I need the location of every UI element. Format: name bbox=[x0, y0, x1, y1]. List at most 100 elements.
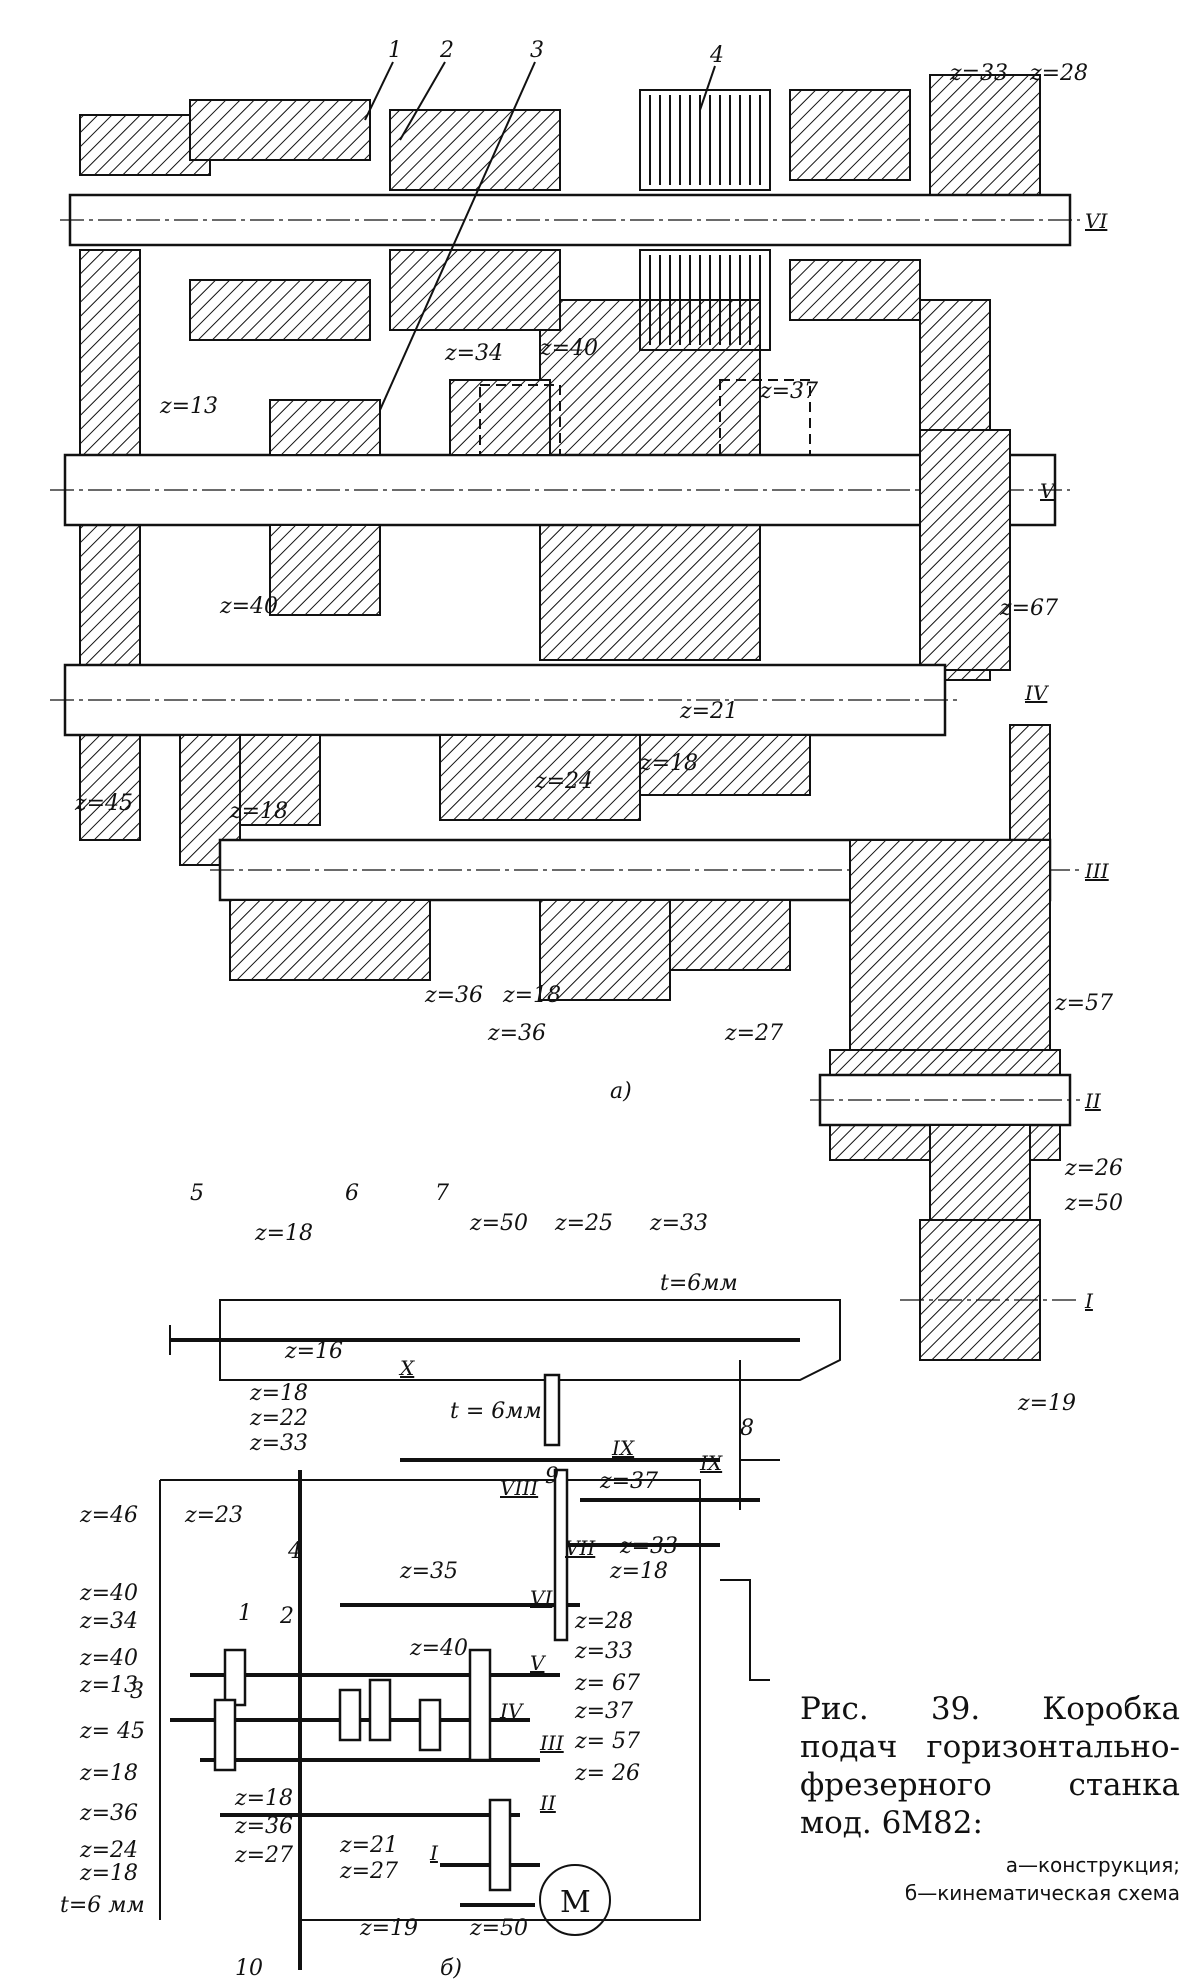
motor-shaft-i-housing bbox=[919, 1219, 1041, 1361]
callout-9: 9 bbox=[545, 1464, 559, 1489]
kin-shaft-ix: IX bbox=[611, 1436, 635, 1460]
gear-z67 bbox=[919, 429, 1011, 671]
shaft-label-iii: III bbox=[1084, 859, 1110, 883]
kin-z40b: z=40 bbox=[79, 1646, 138, 1671]
kin-z27: z=27 bbox=[234, 1843, 293, 1868]
label-z36-b: z=36 bbox=[487, 1021, 546, 1046]
kin-z25: z=25 bbox=[554, 1211, 613, 1236]
kin-z18: z=18 bbox=[254, 1221, 313, 1246]
kin-z50: z=50 bbox=[469, 1211, 528, 1236]
callout-1: 1 bbox=[388, 38, 402, 63]
handwheel-cross[interactable] bbox=[739, 1360, 780, 1510]
gear-z18-iii bbox=[539, 899, 671, 1001]
kin-z33c: z=33 bbox=[619, 1534, 678, 1559]
label-z67: z=67 bbox=[999, 596, 1058, 621]
friction-clutch-discs bbox=[639, 89, 771, 351]
console-outline bbox=[159, 1479, 701, 1921]
kin-z34: z=34 bbox=[79, 1609, 138, 1634]
label-z57: z=57 bbox=[1054, 991, 1113, 1016]
label-z45: z=45 bbox=[74, 791, 133, 816]
kin-z21: z=21 bbox=[339, 1833, 398, 1858]
kin-z33d: z=33 bbox=[574, 1639, 633, 1664]
label-z28-top: z=28 bbox=[1029, 61, 1088, 86]
kin-shaft-iv: IV bbox=[499, 1699, 525, 1723]
callout-3b: 3 bbox=[130, 1679, 144, 1704]
handwheel-longitudinal[interactable] bbox=[169, 1325, 230, 1355]
motor bbox=[539, 1864, 611, 1936]
gear-z24 bbox=[439, 734, 641, 821]
kin-z23: z=23 bbox=[184, 1503, 243, 1528]
gear-z40-v bbox=[269, 399, 381, 456]
callout-10: 10 bbox=[235, 1956, 263, 1981]
kin-t-mid: t = 6мм bbox=[450, 1399, 542, 1424]
label-z37: z=37 bbox=[759, 379, 818, 404]
kin-z22: z=22 bbox=[249, 1406, 308, 1431]
kin-z33b: z=33 bbox=[249, 1431, 308, 1456]
gear-block-right bbox=[789, 259, 921, 321]
construction-labels: 1 2 3 4 z=33 z=28 VI z=34 z=40 z=37 z=13… bbox=[74, 38, 1123, 1416]
gear-z40-v-b bbox=[269, 524, 381, 616]
gear-z18-iv bbox=[239, 734, 321, 826]
gear-z33-z28 bbox=[789, 89, 911, 181]
coupling-housing-1 bbox=[189, 99, 371, 161]
callout-3: 3 bbox=[530, 38, 544, 63]
shaft-label-i: I bbox=[1084, 1289, 1094, 1313]
part-b-tag: б) bbox=[440, 1956, 462, 1981]
caption-part-b: б—кинематическая схема bbox=[904, 1881, 1180, 1905]
gear-block-2b bbox=[389, 249, 561, 331]
kin-z26: z= 26 bbox=[574, 1761, 640, 1786]
gear-z57 bbox=[849, 839, 1051, 1081]
kinematic-labels: 5 6 7 8 9 10 1 2 3 4 z=18 z=50 z=25 z=33… bbox=[60, 1181, 754, 1981]
kin-shaft-x: X bbox=[398, 1356, 415, 1380]
caption-part-a: а—конструкция; bbox=[1005, 1853, 1180, 1877]
housing-left-wall bbox=[79, 249, 141, 841]
gear-z18-z21 bbox=[639, 734, 811, 796]
kin-z35: z=35 bbox=[399, 1559, 458, 1584]
callout-2b: 2 bbox=[279, 1604, 294, 1629]
kin-z33: z=33 bbox=[649, 1211, 708, 1236]
callout-6: 6 bbox=[345, 1181, 359, 1206]
housing-left-top bbox=[79, 114, 211, 176]
kin-shaft-i: I bbox=[429, 1841, 439, 1865]
kin-z50b: z=50 bbox=[469, 1916, 528, 1941]
label-z24: z=24 bbox=[534, 769, 593, 794]
part-a-tag: а) bbox=[610, 1079, 632, 1104]
callout-7: 7 bbox=[435, 1181, 449, 1206]
kin-z57: z= 57 bbox=[574, 1729, 640, 1754]
label-z36-a: z=36 bbox=[424, 983, 483, 1008]
shaft-label-iv: IV bbox=[1024, 681, 1050, 705]
kin-z37: z=37 bbox=[599, 1469, 658, 1494]
kin-z18e: z=18 bbox=[234, 1786, 293, 1811]
shaft-label-vi: VI bbox=[1085, 209, 1108, 233]
kin-shaft-v: V bbox=[530, 1651, 547, 1675]
kin-z18b: z=18 bbox=[249, 1381, 308, 1406]
table-outline bbox=[219, 1299, 841, 1381]
gear-z27 bbox=[669, 899, 791, 971]
kin-z46: z=46 bbox=[79, 1503, 138, 1528]
kin-shaft-vi: VI bbox=[530, 1586, 553, 1610]
label-z26: z=26 bbox=[1064, 1156, 1123, 1181]
coupling-housing-1b bbox=[189, 279, 371, 341]
kin-z67: z= 67 bbox=[574, 1671, 640, 1696]
callout-4b: 4 bbox=[287, 1539, 302, 1564]
label-z18-a: z=18 bbox=[639, 751, 698, 776]
kin-z40a: z=40 bbox=[79, 1581, 138, 1606]
kin-z18d: z=18 bbox=[79, 1761, 138, 1786]
handle-vertical[interactable] bbox=[720, 1579, 770, 1681]
kin-z36: z=36 bbox=[79, 1801, 138, 1826]
kin-shaft-ix-b: IX bbox=[699, 1451, 723, 1475]
kin-z45: z= 45 bbox=[79, 1719, 145, 1744]
caption-title: Рис. 39. Коробка подач горизонтально-фре… bbox=[800, 1691, 1180, 1841]
label-z21: z=21 bbox=[679, 699, 738, 724]
label-z40-a: z=40 bbox=[539, 336, 598, 361]
gear-z36-a bbox=[229, 899, 431, 981]
kin-z28: z=28 bbox=[574, 1609, 633, 1634]
label-z19: z=19 bbox=[1017, 1391, 1076, 1416]
label-z50: z=50 bbox=[1064, 1191, 1123, 1216]
gear-z34 bbox=[449, 379, 551, 456]
callout-5: 5 bbox=[190, 1181, 204, 1206]
gear-iv-right bbox=[1009, 724, 1051, 846]
figure-caption: Рис. 39. Коробка подач горизонтально-фре… bbox=[800, 1690, 1180, 1906]
kin-z37b: z=37 bbox=[574, 1699, 633, 1724]
label-z33-top: z=33 bbox=[949, 61, 1008, 86]
